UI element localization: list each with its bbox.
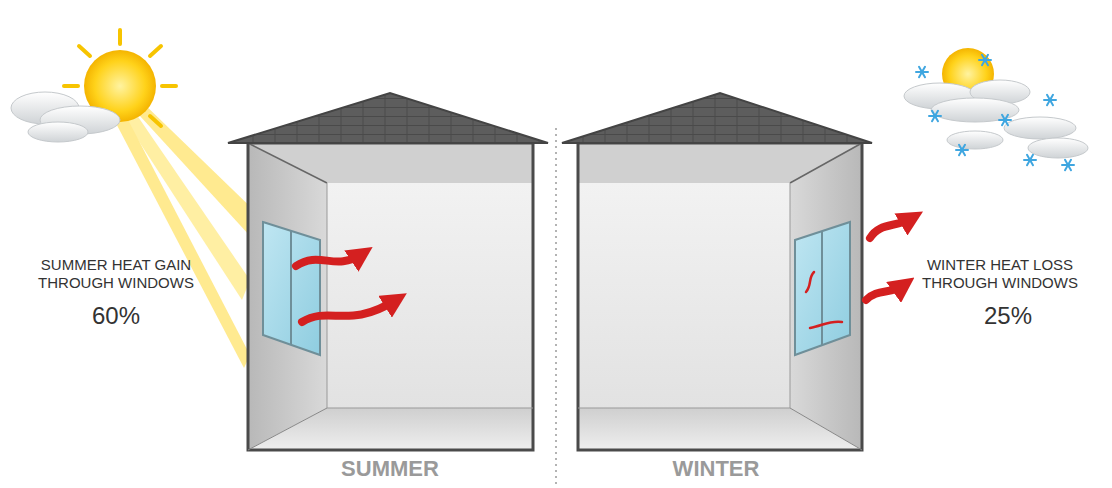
snowflake bbox=[919, 67, 925, 77]
season-caption: SUMMER bbox=[341, 456, 439, 482]
snowflake bbox=[959, 145, 965, 155]
snowflake bbox=[1065, 160, 1071, 170]
heat-arrows bbox=[296, 254, 396, 322]
snowflake bbox=[1027, 155, 1033, 165]
winter-house bbox=[562, 93, 872, 450]
summer-sun bbox=[11, 30, 176, 142]
snowflake bbox=[982, 55, 988, 65]
snowflake bbox=[1065, 160, 1071, 170]
heat-loss-label: WINTER HEAT LOSS THROUGH WINDOWS bbox=[911, 256, 1089, 292]
heat-loss-arrows bbox=[806, 218, 912, 328]
snowflake bbox=[1047, 95, 1053, 105]
snowflake bbox=[1047, 95, 1053, 105]
percentage-value: 60% bbox=[92, 302, 140, 331]
snowflake bbox=[932, 111, 938, 121]
snowflake bbox=[919, 67, 925, 77]
heat-gain-label: SUMMER HEAT GAIN THROUGH WINDOWS bbox=[27, 256, 205, 292]
percentage-value: 25% bbox=[984, 302, 1032, 331]
snowflake bbox=[1002, 115, 1008, 125]
summer-house bbox=[228, 93, 548, 450]
snowflake bbox=[982, 55, 988, 65]
snowflake bbox=[932, 111, 938, 121]
snowflake bbox=[1002, 115, 1008, 125]
season-caption: WINTER bbox=[673, 456, 760, 482]
winter-sky bbox=[904, 48, 1088, 170]
snowflake bbox=[959, 145, 965, 155]
divider bbox=[555, 128, 557, 488]
snowflake bbox=[1027, 155, 1033, 165]
